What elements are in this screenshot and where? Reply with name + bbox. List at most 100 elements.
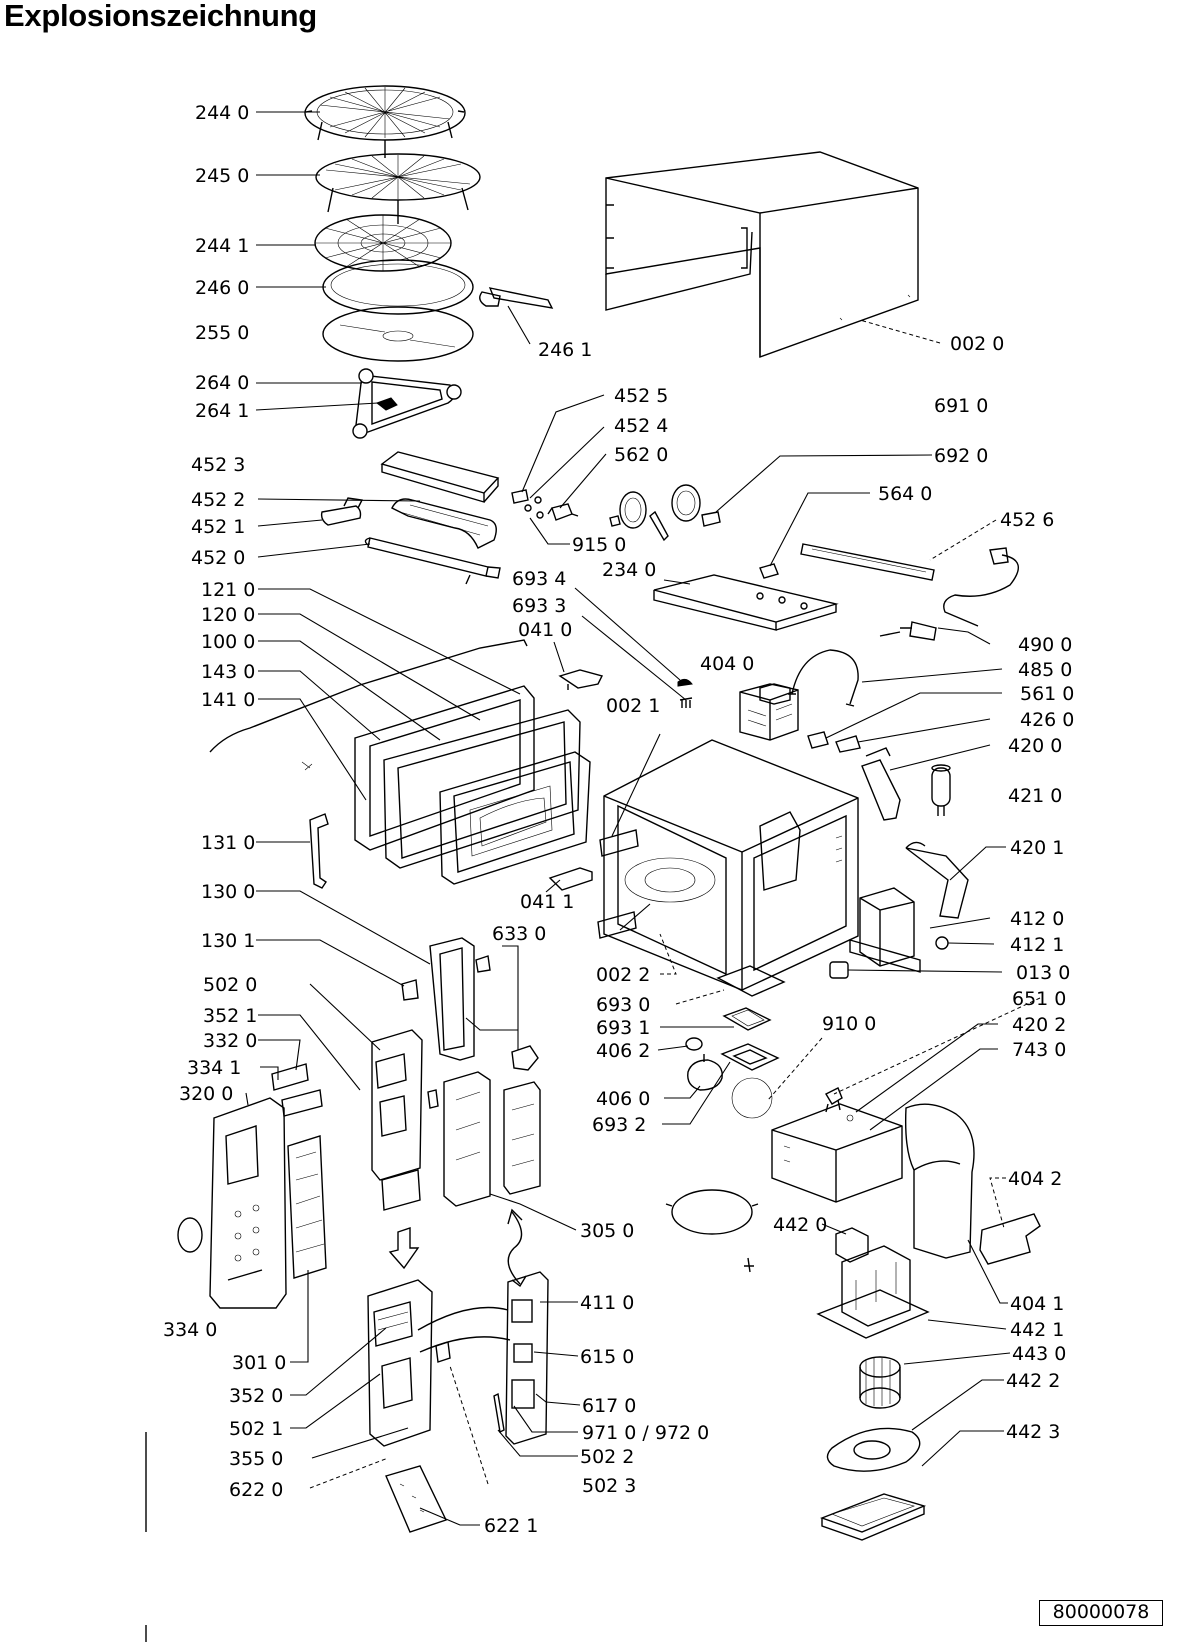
page-title: Explosionszeichnung	[4, 0, 317, 33]
part-label-143-0: 143 0	[201, 661, 255, 683]
part-label-692-0: 692 0	[934, 445, 988, 467]
part-power-board	[443, 1071, 541, 1207]
part-label-633-0: 633 0	[492, 923, 546, 945]
part-transformer	[739, 683, 799, 741]
part-roller-support	[352, 368, 462, 439]
part-label-452-3: 452 3	[191, 454, 245, 476]
part-label-246-0: 246 0	[195, 277, 249, 299]
part-label-130-0: 130 0	[201, 881, 255, 903]
part-label-404-0: 404 0	[700, 653, 754, 675]
part-label-131-0: 131 0	[201, 832, 255, 854]
part-label-412-1: 412 1	[1010, 934, 1064, 956]
document-number: 80000078	[1039, 1600, 1163, 1626]
part-label-622-0: 622 0	[229, 1479, 283, 1501]
part-label-320-0: 320 0	[179, 1083, 233, 1105]
part-door-assembly	[209, 639, 591, 885]
part-label-651-0: 651 0	[1012, 988, 1066, 1010]
part-label-334-1: 334 1	[187, 1057, 241, 1079]
part-cable-harness	[788, 649, 859, 707]
part-heater-tube	[364, 537, 501, 585]
part-label-041-0: 041 0	[518, 619, 572, 641]
leader-lines	[245, 111, 1041, 1526]
part-fan-motor-assembly	[816, 1227, 930, 1541]
part-label-442-1: 442 1	[1010, 1319, 1064, 1341]
part-label-013-0: 013 0	[1016, 962, 1070, 984]
part-hv-diode-capacitor	[861, 747, 951, 821]
part-label-246-1: 246 1	[538, 339, 592, 361]
part-label-502-0: 502 0	[203, 974, 257, 996]
part-door-hook	[309, 813, 329, 889]
part-label-452-4: 452 4	[614, 415, 668, 437]
part-switches-small	[807, 731, 861, 753]
part-label-693-3: 693 3	[512, 595, 566, 617]
part-label-404-2: 404 2	[1008, 1168, 1062, 1190]
part-power-cord	[879, 547, 1019, 641]
part-label-404-1: 404 1	[1010, 1293, 1064, 1315]
part-rack-round	[314, 214, 452, 272]
part-label-442-0: 442 0	[773, 1214, 827, 1236]
part-label-352-0: 352 0	[229, 1385, 283, 1407]
part-label-617-0: 617 0	[582, 1395, 636, 1417]
part-label-502-3: 502 3	[582, 1475, 636, 1497]
part-label-412-0: 412 0	[1010, 908, 1064, 930]
part-label-693-4: 693 4	[512, 568, 566, 590]
part-label-426-0: 426 0	[1020, 709, 1074, 731]
part-label-452-6: 452 6	[1000, 509, 1054, 531]
part-label-442-3: 442 3	[1006, 1421, 1060, 1443]
part-labels: 244 0 245 0 244 1 246 0 255 0 264 0 264 …	[163, 102, 1074, 1537]
part-glass-plate	[322, 306, 474, 362]
part-label-693-2: 693 2	[592, 1114, 646, 1136]
part-label-352-1: 352 1	[203, 1005, 257, 1027]
part-label-234-0: 234 0	[602, 559, 656, 581]
part-label-562-0: 562 0	[614, 444, 668, 466]
part-label-406-0: 406 0	[596, 1088, 650, 1110]
part-outer-cabinet	[605, 151, 919, 358]
part-label-910-0: 910 0	[822, 1013, 876, 1035]
part-heater-rod	[800, 543, 935, 581]
part-heater-reflector	[391, 498, 497, 549]
part-label-693-1: 693 1	[596, 1017, 650, 1039]
part-thermostat	[547, 503, 579, 521]
part-label-355-0: 355 0	[229, 1448, 283, 1470]
part-label-305-0: 305 0	[580, 1220, 634, 1242]
part-label-915-0: 915 0	[572, 534, 626, 556]
part-label-245-0: 245 0	[195, 165, 249, 187]
part-mounting-plate	[653, 574, 839, 631]
part-label-332-0: 332 0	[203, 1030, 257, 1052]
part-hv-transformer	[829, 841, 969, 979]
part-control-board-upper	[371, 1029, 439, 1211]
part-label-421-0: 421 0	[1008, 785, 1062, 807]
part-label-420-1: 420 1	[1010, 837, 1064, 859]
part-label-120-0: 120 0	[201, 604, 255, 626]
part-label-452-5: 452 5	[614, 385, 668, 407]
part-label-502-2: 502 2	[580, 1446, 634, 1468]
part-label-622-1: 622 1	[484, 1515, 538, 1537]
part-label-100-0: 100 0	[201, 631, 255, 653]
part-label-002-2: 002 2	[596, 964, 650, 986]
part-label-301-0: 301 0	[232, 1352, 286, 1374]
part-label-141-0: 141 0	[201, 689, 255, 711]
part-label-615-0: 615 0	[580, 1346, 634, 1368]
part-label-244-1: 244 1	[195, 235, 249, 257]
part-label-121-0: 121 0	[201, 579, 255, 601]
part-label-406-2: 406 2	[596, 1040, 650, 1062]
part-fan-duct	[904, 1103, 1041, 1265]
part-label-971-0-972-0: 971 0 / 972 0	[582, 1422, 709, 1444]
part-keyboard-membrane	[271, 1063, 327, 1279]
part-turntable-motor-group	[685, 965, 786, 1119]
part-label-334-0: 334 0	[163, 1319, 217, 1341]
part-label-420-2: 420 2	[1012, 1014, 1066, 1036]
assembly-arrows	[388, 1208, 527, 1288]
part-label-002-0: 002 0	[950, 333, 1004, 355]
part-heater-cover	[380, 451, 500, 503]
part-grill-rack-top	[304, 85, 466, 158]
part-label-564-0: 564 0	[878, 483, 932, 505]
part-coupling	[479, 287, 554, 309]
part-heater-brackets	[511, 489, 544, 519]
part-label-485-0: 485 0	[1018, 659, 1072, 681]
part-grill-rack-middle	[315, 153, 481, 224]
part-door-switch-bracket	[401, 937, 539, 1071]
part-label-002-1: 002 1	[606, 695, 660, 717]
part-label-452-1: 452 1	[191, 516, 245, 538]
